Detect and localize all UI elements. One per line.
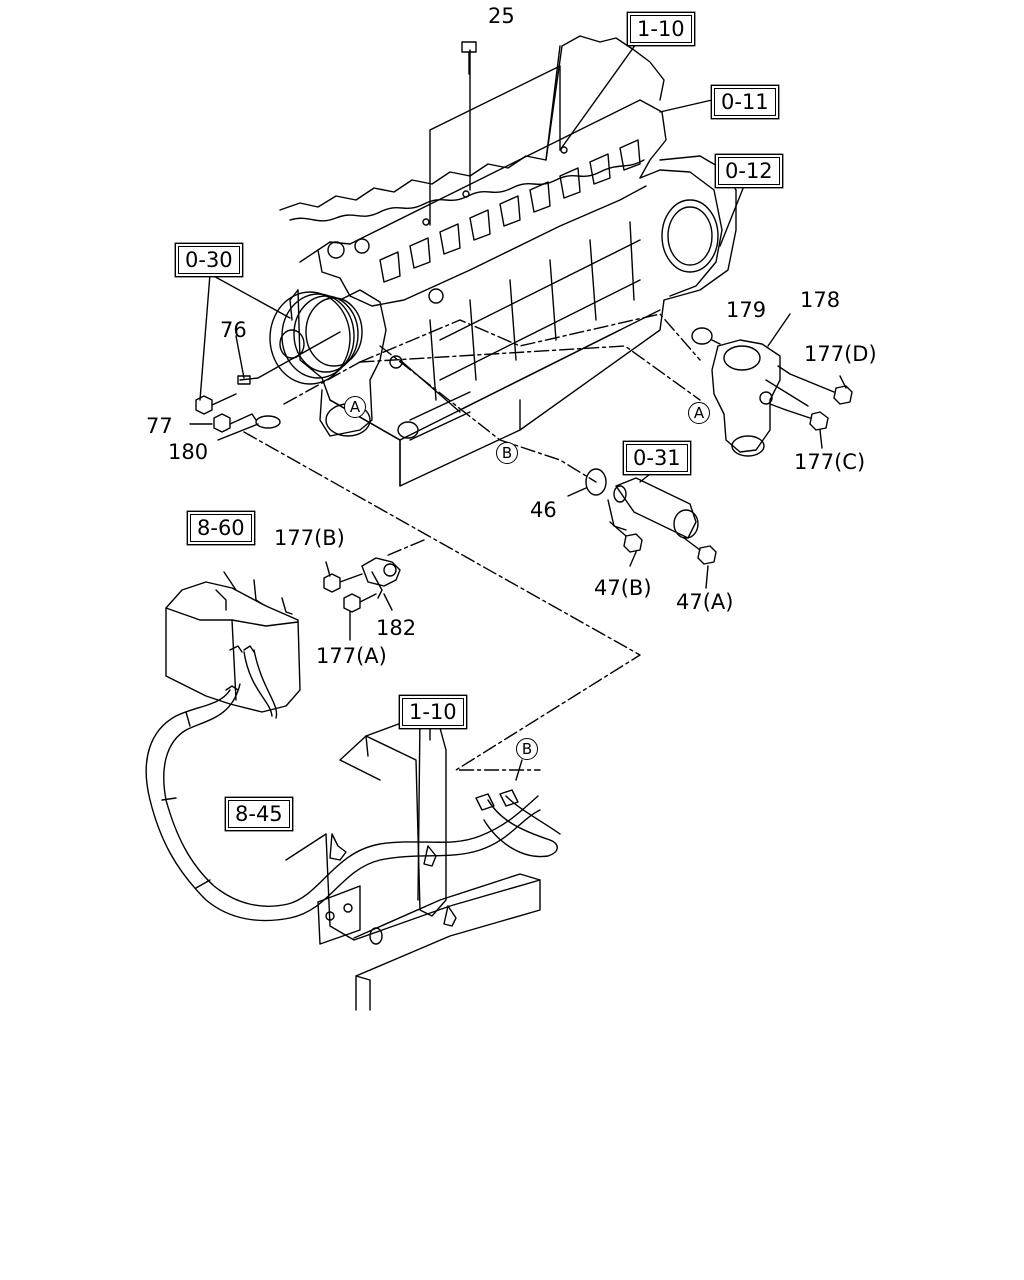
part-label-46: 46 <box>530 498 557 522</box>
ref-box-8-60: 8-60 <box>190 514 252 542</box>
part-label-179: 179 <box>726 298 767 322</box>
part-label-47b: 47(B) <box>594 576 652 600</box>
part-label-177a: 177(A) <box>316 644 387 668</box>
part-label-25: 25 <box>488 4 515 28</box>
water-pipe-0-31 <box>567 468 717 589</box>
reservoir-tank <box>165 571 301 713</box>
ref-box-8-45: 8-45 <box>228 800 290 828</box>
front-fasteners <box>189 41 568 441</box>
ref-box-0-11: 0-11 <box>714 88 776 116</box>
ref-box-1-10-bottom: 1-10 <box>402 698 464 726</box>
part-label-177c: 177(C) <box>794 450 866 474</box>
ref-box-0-30: 0-30 <box>178 246 240 274</box>
ref-box-1-10-top: 1-10 <box>630 15 692 43</box>
connection-marker-a-housing: A <box>688 402 710 424</box>
ref-box-0-31: 0-31 <box>626 444 688 472</box>
connection-marker-b-pipe: B <box>516 738 538 760</box>
part-label-180: 180 <box>168 440 209 464</box>
radiator-hoses <box>145 649 561 922</box>
water-outlet-housing <box>691 313 853 457</box>
part-label-177d: 177(D) <box>804 342 877 366</box>
part-label-47a: 47(A) <box>676 590 734 614</box>
centerline-long <box>243 431 641 771</box>
part-label-76: 76 <box>220 318 247 342</box>
engine-block <box>269 35 737 487</box>
part-label-178: 178 <box>800 288 841 312</box>
connection-marker-b-engine: B <box>496 442 518 464</box>
part-label-182: 182 <box>376 616 417 640</box>
centerline-a2 <box>359 345 701 401</box>
part-label-177b: 177(B) <box>274 526 345 550</box>
radiator-frame <box>285 715 541 1011</box>
centerline-sensor <box>385 539 425 557</box>
centerline-b <box>379 345 597 483</box>
part-label-77: 77 <box>146 414 173 438</box>
centerline-a <box>283 313 701 405</box>
engine-leaders <box>199 29 745 401</box>
sensor-182 <box>323 557 401 641</box>
connection-marker-a-engine: A <box>344 396 366 418</box>
ref-box-0-12: 0-12 <box>718 157 780 185</box>
